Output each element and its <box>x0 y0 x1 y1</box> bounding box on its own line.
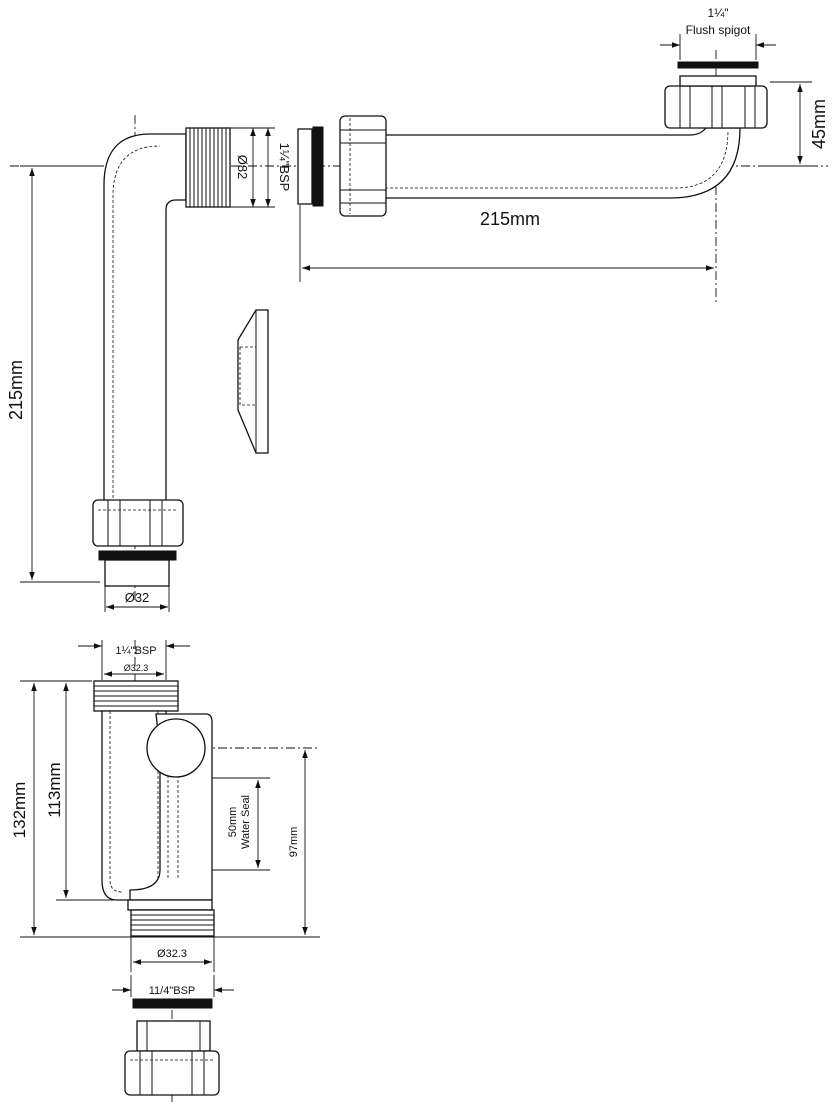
inner-height-label: 113mm <box>45 762 64 817</box>
trap-inlet-diameter-label: Ø32.3 <box>124 663 149 673</box>
bottom-seal-washer <box>132 998 213 1009</box>
outer-diameter-label: Ø82 <box>235 155 250 180</box>
trap-outlet-thread <box>127 899 215 937</box>
trap-outlet-thread-dimension: 11/4"BSP <box>112 975 234 997</box>
vertical-length-label: 215mm <box>6 360 26 420</box>
thread-grooves <box>189 128 227 207</box>
flush-spigot-dimension: 1¼" Flush spigot <box>660 6 776 60</box>
outlet-diameter-label: Ø32 <box>125 590 150 605</box>
l-bend-pipe <box>103 133 187 504</box>
flush-spigot <box>679 75 757 87</box>
bottom-compression-nut <box>124 1050 220 1096</box>
height-97-dimension: 97mm <box>288 750 308 935</box>
outlet-spigot <box>104 559 170 587</box>
trap-outlet-dimension: Ø32.3 <box>130 937 215 972</box>
flush-spigot-seal <box>677 61 759 69</box>
overflow-inlet <box>146 718 206 778</box>
water-seal-depth-label: 50mm <box>227 807 239 838</box>
vertical-215-dimension: 215mm <box>6 165 100 583</box>
horizontal-length-label: 215mm <box>480 209 540 229</box>
horizontal-215-dimension: 215mm <box>299 205 714 282</box>
height-113-dimension: 113mm <box>45 683 128 901</box>
horizontal-compression-nut <box>339 115 387 217</box>
flush-spigot-label: Flush spigot <box>686 23 751 37</box>
diameter-82-dimension: Ø82 1¼"BSP <box>230 127 292 208</box>
left-spigot-end <box>297 128 313 205</box>
trap-inlet-thread-label: 1¼"BSP <box>115 645 156 657</box>
horizontal-pipe <box>384 127 741 199</box>
trap-inlet-dimension: 1¼"BSP Ø32.3 <box>78 640 190 680</box>
wall-flange <box>237 309 269 454</box>
water-seal-dimension: 50mm Water Seal <box>212 777 270 871</box>
trap-outlet-thread-label: 11/4"BSP <box>149 985 196 997</box>
upper-compression-nut <box>664 85 768 129</box>
trap-outlet-diameter-label: Ø32.3 <box>157 948 187 960</box>
thread-size-label: 1¼"BSP <box>277 143 292 192</box>
lower-compression-nut <box>92 499 184 547</box>
bsp-threaded-end <box>185 127 231 208</box>
outlet-diameter-dimension: Ø32 <box>104 586 170 612</box>
offset-45-dimension: 45mm <box>760 81 829 167</box>
outlet-height-label: 97mm <box>288 827 300 858</box>
bottom-spigot <box>136 1020 211 1052</box>
left-seal-washer <box>312 126 324 207</box>
flush-spigot-size: 1¼" <box>708 6 729 20</box>
lower-seal-washer <box>98 550 177 561</box>
offset-height-label: 45mm <box>809 99 829 149</box>
trap-inlet-thread <box>93 680 179 712</box>
overall-height-label: 132mm <box>10 782 29 839</box>
water-seal-label: Water Seal <box>240 795 252 849</box>
height-132-dimension: 132mm <box>10 680 320 938</box>
